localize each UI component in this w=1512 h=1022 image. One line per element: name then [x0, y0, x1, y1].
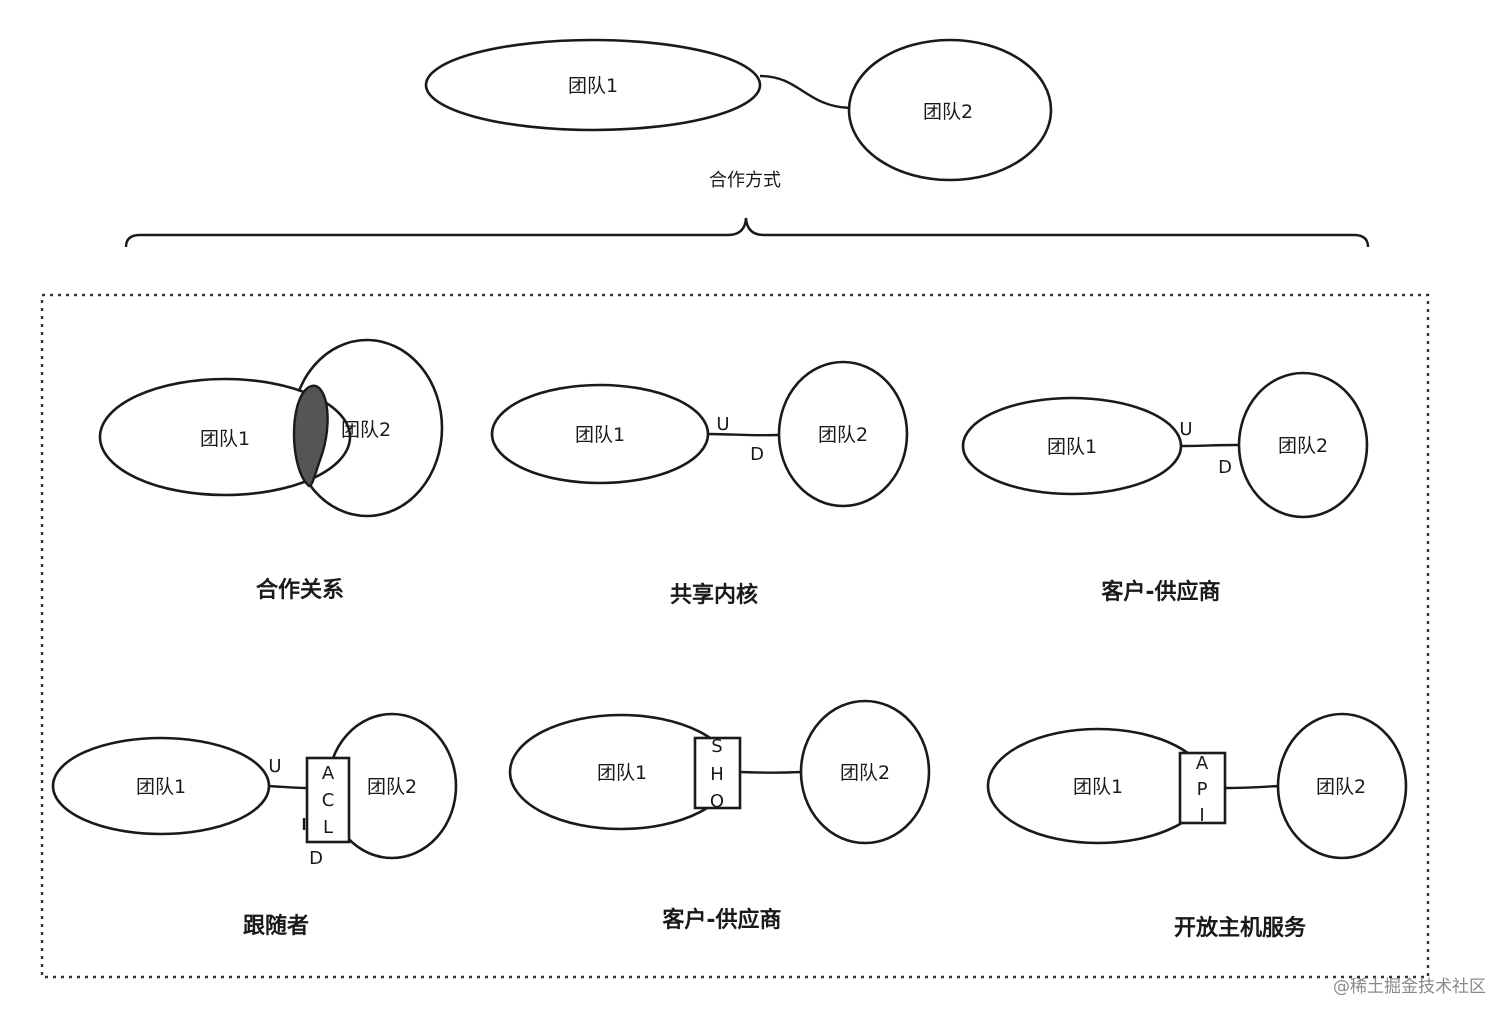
panel-open-host-service: A P I 团队1 团队2 开放主机服务 [986, 712, 1408, 941]
top-team2-ellipse [847, 38, 1053, 182]
p4-downstream-label: D [309, 848, 323, 869]
curly-brace [124, 217, 1370, 248]
p6-team2-label: 团队2 [1316, 776, 1366, 798]
p6-team1-label: 团队1 [1073, 776, 1123, 798]
p2-caption: 共享内核 [670, 582, 758, 608]
p3-downstream-label: D [1218, 457, 1232, 478]
p1-caption: 合作关系 [256, 577, 344, 603]
watermark-text: @稀土掘金技术社区 [1333, 977, 1486, 997]
p5-team1-label: 团队1 [597, 762, 647, 784]
p4-box-letter-1: A [322, 763, 335, 784]
p5-box-letter-2: H [710, 764, 724, 785]
top-caption: 合作方式 [709, 170, 781, 191]
p6-connector [1224, 784, 1279, 790]
panel-conformist: A C L 团队1 团队2 U D 跟随者 [51, 712, 458, 939]
p6-caption: 开放主机服务 [1174, 915, 1307, 941]
p3-team1-label: 团队1 [1047, 436, 1097, 458]
p4-connector [267, 784, 308, 790]
p6-box-letter-3: I [1199, 805, 1204, 826]
p1-team1-label: 团队1 [200, 428, 250, 450]
p1-team2-label: 团队2 [341, 419, 391, 441]
p4-caption: 跟随者 [243, 913, 309, 939]
p1-overlap-region [292, 384, 329, 488]
p2-downstream-label: D [750, 444, 764, 465]
p6-api-box [1178, 751, 1227, 825]
p5-team2-ellipse [799, 699, 931, 845]
top-connector [759, 74, 851, 110]
panel-customer-supplier: 团队1 团队2 U D 客户-供应商 [961, 371, 1369, 605]
top-team1-ellipse [424, 38, 762, 132]
p4-team1-label: 团队1 [136, 776, 186, 798]
p2-team2-label: 团队2 [818, 424, 868, 446]
p4-box-letter-2: C [322, 790, 335, 811]
panel-customer-supplier-sho: S H O 团队1 团队2 客户-供应商 [508, 699, 931, 933]
p4-team2-label: 团队2 [367, 776, 417, 798]
p3-team1-ellipse [961, 396, 1183, 496]
p2-team2-ellipse [777, 360, 909, 508]
p5-box-letter-1: S [711, 736, 722, 757]
p3-team2-ellipse [1237, 371, 1369, 519]
p4-upstream-label: U [268, 756, 281, 777]
top-relationship: 团队1 团队2 合作方式 [424, 38, 1053, 191]
p3-team2-label: 团队2 [1278, 435, 1328, 457]
p3-upstream-label: U [1179, 419, 1192, 440]
p2-team1-label: 团队1 [575, 424, 625, 446]
p4-box-letter-3: L [323, 817, 333, 838]
p2-connector [706, 432, 780, 437]
p4-acl-box [305, 756, 351, 844]
p6-box-letter-2: P [1197, 779, 1208, 800]
p2-team1-ellipse [490, 383, 710, 485]
p5-box-letter-3: O [710, 791, 724, 812]
panel-shared-kernel: 团队1 团队2 U D 共享内核 [490, 360, 909, 608]
p2-upstream-label: U [716, 414, 729, 435]
p6-box-letter-1: A [1196, 753, 1209, 774]
p5-caption: 客户-供应商 [662, 907, 781, 933]
p1-team1-ellipse [98, 377, 352, 497]
top-team1-label: 团队1 [568, 75, 618, 97]
p6-team2-ellipse [1276, 712, 1408, 860]
p3-connector [1180, 443, 1239, 448]
top-team2-label: 团队2 [923, 101, 973, 123]
p3-caption: 客户-供应商 [1101, 579, 1220, 605]
panel-partnership: 团队1 团队2 合作关系 [98, 338, 444, 603]
p4-team1-ellipse [51, 736, 271, 836]
p5-connector [739, 770, 802, 774]
p5-team2-label: 团队2 [840, 762, 890, 784]
patterns-container [40, 293, 1430, 979]
p5-sho-box [693, 736, 742, 810]
